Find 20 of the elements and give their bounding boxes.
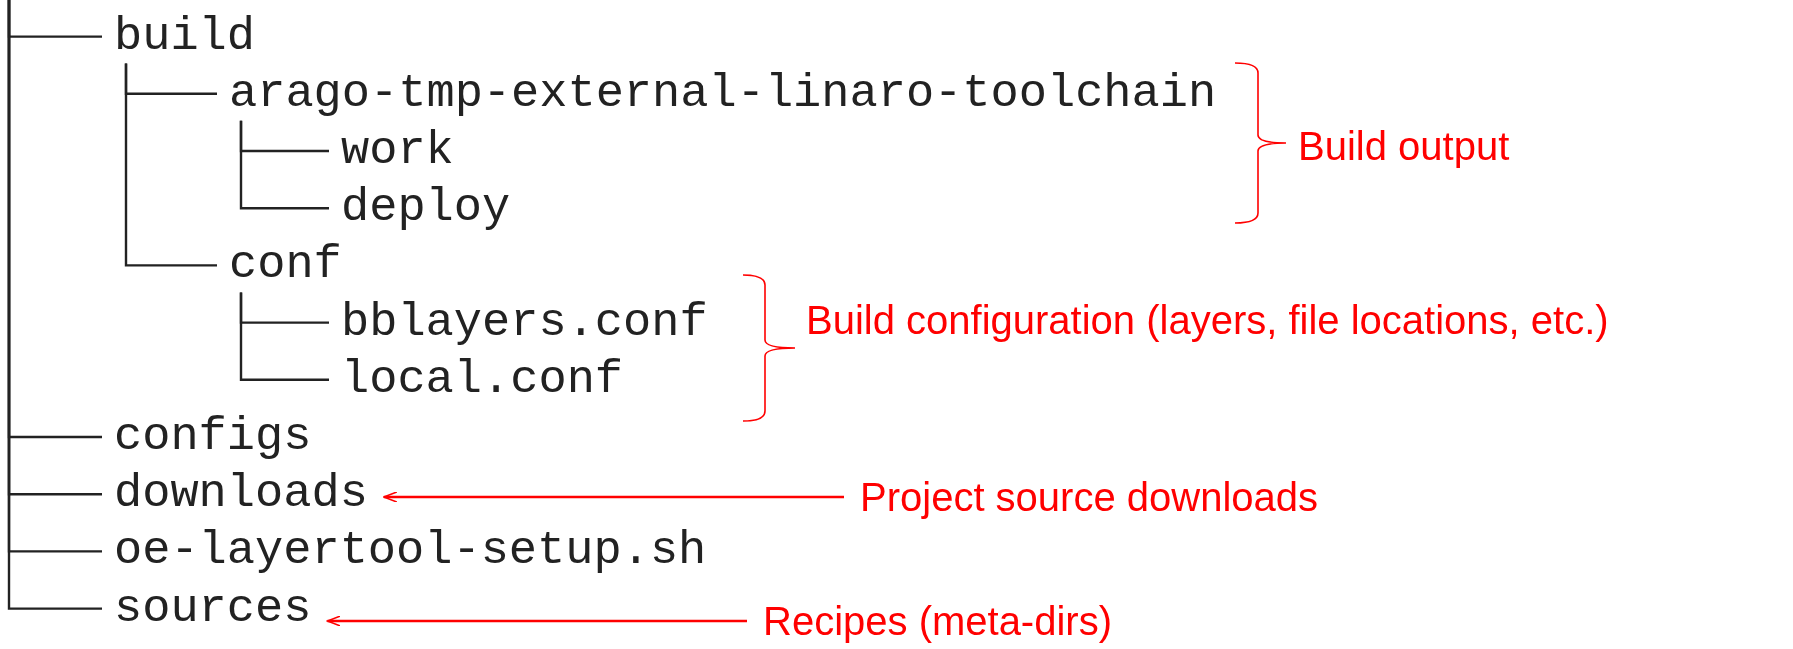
arrow — [383, 491, 844, 503]
directory-entry: build — [114, 9, 256, 64]
directory-entry: oe-layertool-setup.sh — [114, 524, 707, 579]
tree-line — [124, 63, 217, 267]
tree-line — [239, 292, 329, 381]
directory-entry: bblayers.conf — [341, 295, 708, 350]
directory-entry: local.conf — [341, 352, 624, 407]
tree-line — [239, 120, 329, 210]
annotation-text: Project source downloads — [860, 470, 1319, 524]
annotation-text: Recipes (meta-dirs) — [763, 594, 1112, 648]
arrow — [326, 615, 747, 627]
directory-entry: deploy — [341, 181, 511, 236]
directory-entry: sources — [114, 581, 312, 636]
annotation-text: Build output — [1298, 119, 1510, 173]
directory-entry: configs — [114, 410, 312, 464]
directory-entry: work — [341, 124, 454, 178]
annotation-text: Build configuration (layers, file locations, etc.) — [806, 293, 1609, 347]
directory-entry: downloads — [114, 467, 368, 522]
directory-entry: arago-tmp-external-linaro-toolchain — [229, 66, 1217, 121]
directory-entry: conf — [229, 238, 342, 293]
